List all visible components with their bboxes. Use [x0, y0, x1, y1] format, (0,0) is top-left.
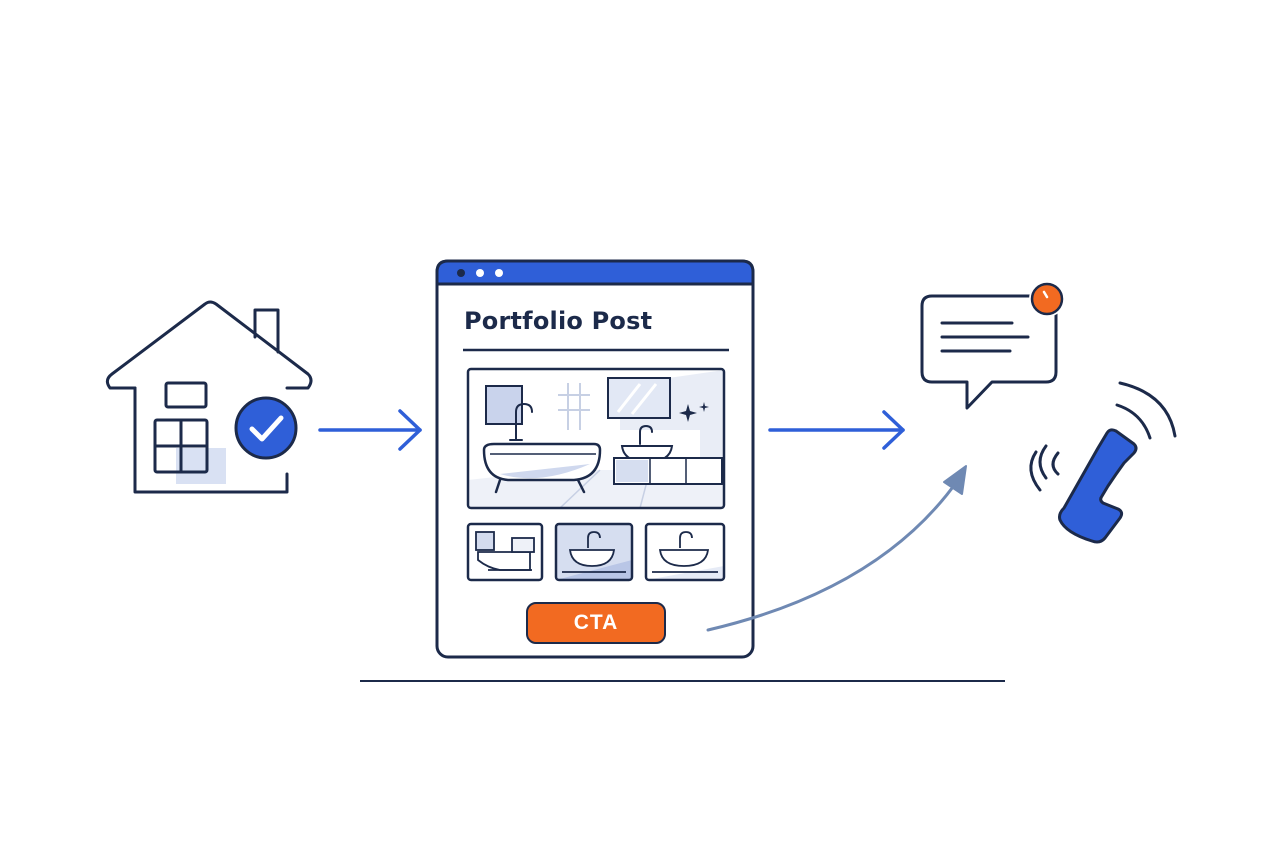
curved-arrow-cta-to-contact: [706, 465, 967, 632]
thumbnail-3: [644, 522, 726, 582]
arrow-house-to-post: [318, 409, 422, 451]
notification-dot-icon: [1029, 281, 1065, 317]
post-title: Portfolio Post: [464, 307, 653, 335]
hero-bathroom-image: [466, 367, 726, 510]
arrow-post-to-contact: [768, 410, 905, 450]
window-controls: [457, 269, 503, 277]
thumbnail-2: [554, 522, 634, 582]
house-icon: [105, 300, 313, 494]
thumbnail-1: [466, 522, 544, 582]
check-circle-icon: [232, 394, 300, 462]
phone-ringing-icon: [1029, 381, 1177, 544]
cta-button[interactable]: CTA: [526, 602, 666, 644]
sparkle-icon: [679, 402, 709, 422]
